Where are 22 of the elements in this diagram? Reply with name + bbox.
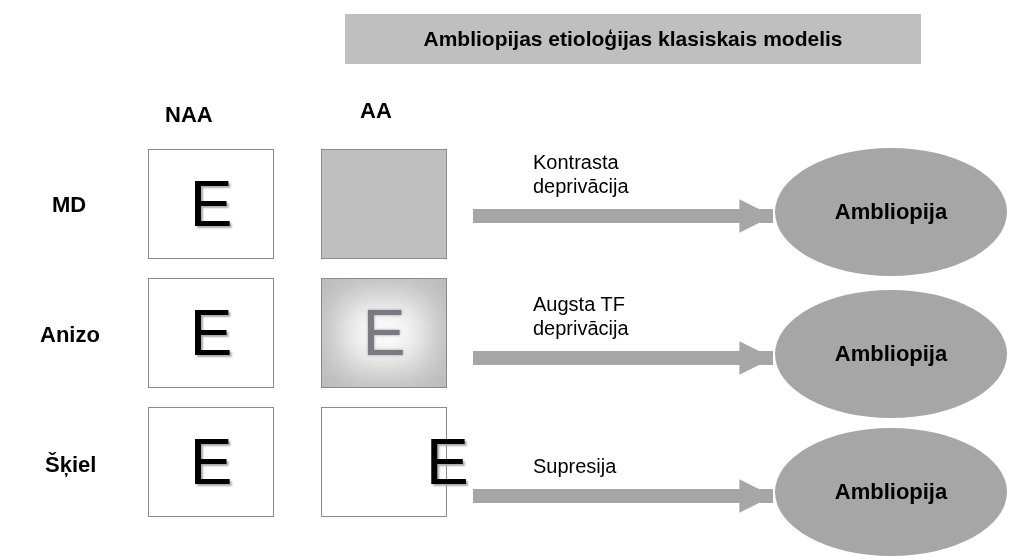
arrow	[473, 199, 773, 233]
column-header: NAA	[165, 102, 213, 128]
outcome-text: Ambliopija	[834, 199, 948, 225]
title-banner: Ambliopijas etioloģijas klasiskais modelis	[345, 14, 921, 64]
arrow	[473, 479, 773, 513]
row-label: Šķiel	[45, 452, 97, 478]
letter-e: E	[362, 301, 406, 365]
arrow	[473, 341, 773, 375]
letter-panel	[148, 278, 274, 388]
row-label: Anizo	[40, 322, 100, 348]
letter-e: E	[426, 430, 469, 494]
column-header: AA	[360, 98, 392, 124]
outcome-text: Ambliopija	[834, 341, 948, 367]
letter-panel	[148, 149, 274, 259]
blank-panel	[321, 149, 447, 259]
letter-e: E	[189, 430, 233, 494]
letter-e: E	[189, 301, 233, 365]
letter-e: E	[189, 172, 233, 236]
row-label: MD	[52, 192, 87, 218]
outcome-text: Ambliopija	[834, 479, 948, 505]
blurred-letter-panel	[321, 278, 447, 388]
letter-panel	[148, 407, 274, 517]
